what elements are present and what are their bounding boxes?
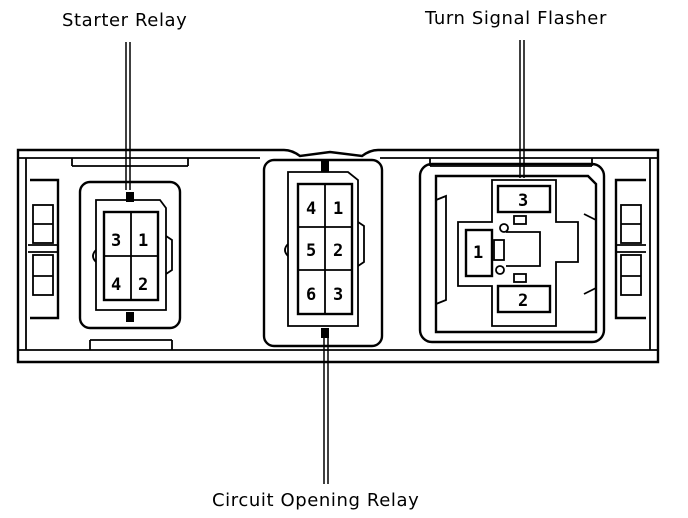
cor-pin-6: 6 [306,285,316,305]
starter-relay-label: Starter Relay [62,10,187,31]
turn-signal-flasher-label: Turn Signal Flasher [424,8,607,29]
starter-pin-3: 3 [111,231,121,251]
cor-pin-5: 5 [306,241,316,261]
left-side-clip [28,178,60,320]
relay-box-housing [16,148,660,364]
turn-signal-flasher-socket: 3 1 2 [418,162,606,344]
starter-relay-socket: 3 1 4 2 [78,180,182,330]
flasher-pin-3: 3 [518,191,528,211]
starter-pin-1: 1 [138,231,148,251]
right-side-clip [614,178,646,320]
circuit-opening-relay-label: Circuit Opening Relay [212,490,419,511]
starter-pin-2: 2 [138,275,148,295]
cor-pin-1: 1 [333,199,343,219]
flasher-pin-2: 2 [518,291,528,311]
starter-pin-4: 4 [111,275,121,295]
flasher-pin-1: 1 [473,243,483,263]
cor-pin-4: 4 [306,199,316,219]
cor-pin-2: 2 [333,241,343,261]
cor-pin-3: 3 [333,285,343,305]
circuit-opening-relay-socket: 4 1 5 2 6 3 [262,158,384,348]
